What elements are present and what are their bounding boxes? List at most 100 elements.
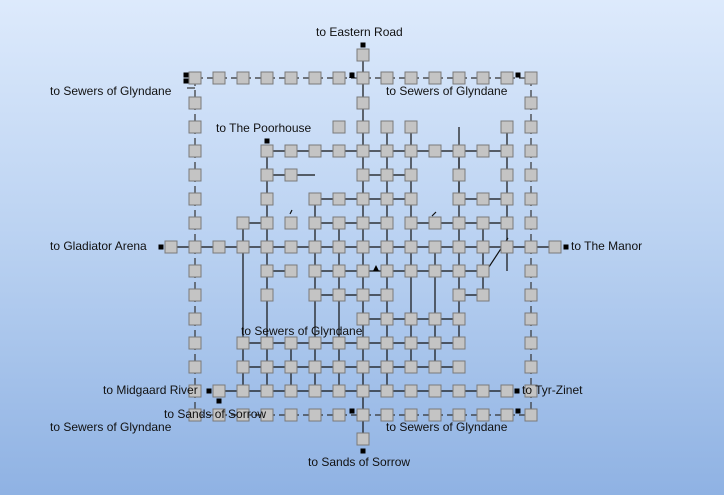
map-room — [428, 216, 442, 230]
map-room — [404, 216, 418, 230]
map-room — [212, 384, 226, 398]
map-room — [212, 408, 226, 422]
exit-markers-layer — [158, 42, 569, 454]
map-room — [260, 216, 274, 230]
map-room — [452, 240, 466, 254]
map-room — [356, 144, 370, 158]
rooms-layer — [164, 48, 562, 446]
map-room — [428, 71, 442, 85]
map-room — [188, 168, 202, 182]
exit-marker — [360, 448, 366, 454]
exit-label-sewers-ne[interactable]: to Sewers of Glyndane — [386, 84, 508, 98]
map-room — [452, 71, 466, 85]
map-room — [404, 360, 418, 374]
map-room — [452, 360, 466, 374]
map-room — [524, 312, 538, 326]
map-room — [428, 360, 442, 374]
map-room — [284, 168, 298, 182]
map-room — [356, 192, 370, 206]
map-room — [188, 408, 202, 422]
map-room — [524, 216, 538, 230]
map-room — [428, 240, 442, 254]
map-room — [500, 216, 514, 230]
map-room — [476, 240, 490, 254]
map-room — [260, 360, 274, 374]
map-room — [380, 264, 394, 278]
exit-label-sewers-nw[interactable]: to Sewers of Glyndane — [50, 84, 172, 98]
path-line — [289, 209, 293, 215]
map-room — [380, 360, 394, 374]
map-room — [188, 312, 202, 326]
map-room — [476, 264, 490, 278]
map-room — [356, 288, 370, 302]
map-room — [380, 240, 394, 254]
exit-label-eastern-road[interactable]: to Eastern Road — [316, 25, 403, 39]
exit-label-sands-south[interactable]: to Sands of Sorrow — [308, 455, 411, 469]
map-room — [476, 408, 490, 422]
map-room — [236, 71, 250, 85]
map-room — [284, 240, 298, 254]
map-room — [452, 312, 466, 326]
exit-label-midgaard-river[interactable]: to Midgaard River — [103, 383, 198, 397]
map-room — [308, 384, 322, 398]
map-room — [332, 120, 346, 134]
map-room — [260, 240, 274, 254]
map-room — [308, 216, 322, 230]
map-room — [500, 408, 514, 422]
map-room — [188, 264, 202, 278]
map-room — [404, 264, 418, 278]
map-room — [188, 96, 202, 110]
map-room — [380, 120, 394, 134]
exit-label-sewers-sw[interactable]: to Sewers of Glyndane — [50, 420, 172, 434]
map-room — [404, 408, 418, 422]
map-room — [356, 96, 370, 110]
exit-label-gladiator-arena[interactable]: to Gladiator Arena — [50, 239, 147, 253]
map-room — [380, 336, 394, 350]
map-room — [428, 384, 442, 398]
exit-label-poorhouse[interactable]: to The Poorhouse — [216, 121, 312, 135]
map-room — [452, 288, 466, 302]
map-room — [308, 408, 322, 422]
map-room — [404, 240, 418, 254]
map-room — [188, 71, 202, 85]
map-room — [452, 144, 466, 158]
exit-marker — [216, 398, 222, 404]
map-room — [380, 312, 394, 326]
map-room — [524, 96, 538, 110]
map-room — [332, 264, 346, 278]
path-line — [431, 211, 437, 217]
map-room — [476, 216, 490, 230]
map-room — [524, 408, 538, 422]
map-room — [452, 384, 466, 398]
map-room — [356, 48, 370, 62]
exit-label-sewers-se[interactable]: to Sewers of Glyndane — [386, 420, 508, 434]
map-room — [500, 240, 514, 254]
map-room — [500, 168, 514, 182]
map-room — [188, 288, 202, 302]
exit-marker — [563, 244, 569, 250]
map-room — [356, 216, 370, 230]
map-room — [524, 168, 538, 182]
exit-label-sewers-center[interactable]: to Sewers of Glyndane — [241, 324, 363, 338]
map-room — [500, 384, 514, 398]
map-room — [428, 144, 442, 158]
map-room — [188, 144, 202, 158]
map-room — [452, 264, 466, 278]
map-room — [356, 240, 370, 254]
exit-label-tyr-zinet[interactable]: to Tyr-Zinet — [522, 383, 583, 397]
map-room — [236, 240, 250, 254]
map-room — [404, 336, 418, 350]
exit-label-sands-inner[interactable]: to Sands of Sorrow — [164, 407, 267, 421]
map-room — [260, 336, 274, 350]
map-room — [260, 168, 274, 182]
map-room — [380, 144, 394, 158]
exit-marker — [183, 72, 189, 78]
map-room — [404, 384, 418, 398]
exit-marker — [360, 42, 366, 48]
map-room — [428, 264, 442, 278]
map-room — [260, 288, 274, 302]
map-room — [284, 336, 298, 350]
map-room — [452, 168, 466, 182]
map-room — [500, 144, 514, 158]
exit-label-the-manor[interactable]: to The Manor — [571, 239, 643, 253]
